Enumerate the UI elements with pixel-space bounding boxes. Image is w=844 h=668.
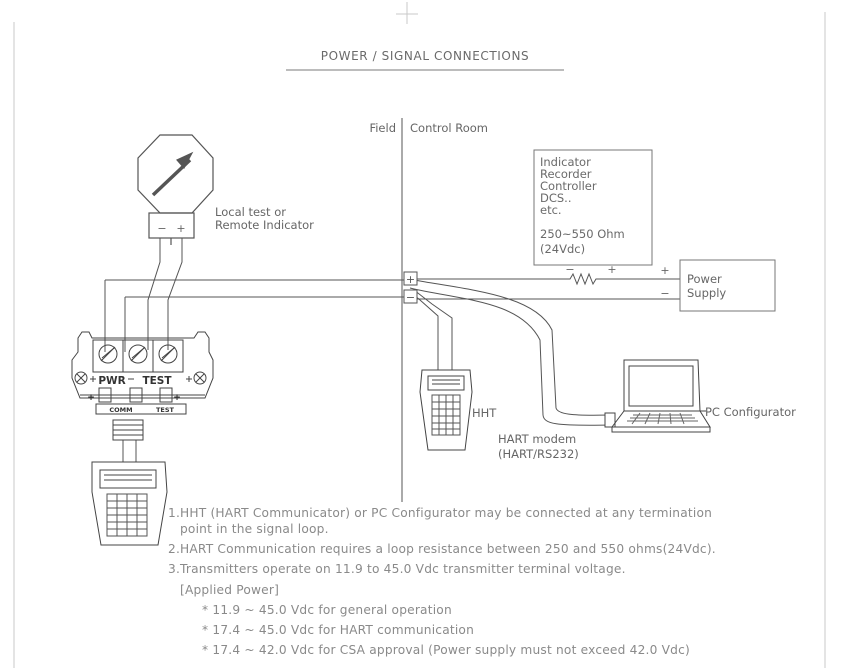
resistor-icon — [565, 272, 604, 286]
hart-modem-icon — [604, 412, 616, 428]
note-3: 3.Transmitters operate on 11.9 to 45.0 V… — [168, 562, 626, 576]
pc-configurator-label: PC Configurator — [705, 405, 796, 419]
local-indicator-line2: Remote Indicator — [215, 218, 314, 232]
receiver-resistance: 250~550 Ohm — [540, 227, 625, 241]
local-indicator-line1: Local test or — [215, 205, 286, 219]
hht-device-left — [91, 461, 168, 546]
receiver-line-4: etc. — [540, 203, 562, 217]
applied-power-item-0: * 11.9 ~ 45.0 Vdc for general operation — [202, 603, 452, 617]
resistor-minus: − — [565, 263, 574, 276]
resistor-plus: + — [607, 263, 616, 276]
hart-modem-line2: (HART/RS232) — [498, 447, 579, 461]
local-indicator-plus: + — [176, 222, 185, 235]
local-indicator-minus: − — [157, 222, 166, 235]
applied-power-item-1: * 17.4 ~ 45.0 Vdc for HART communication — [202, 623, 475, 637]
junction-plus: + — [406, 273, 415, 286]
pc-configurator-laptop — [611, 359, 711, 433]
applied-power-item-2: * 17.4 ~ 42.0 Vdc for CSA approval (Powe… — [202, 643, 690, 657]
comm-plus: + — [87, 393, 95, 403]
power-supply-minus: − — [660, 287, 669, 300]
receiver-line-3: DCS.. — [540, 191, 572, 205]
control-room-label: Control Room — [410, 121, 488, 135]
test-bottom-label: TEST — [156, 406, 175, 414]
test-plus: + — [173, 393, 181, 403]
power-supply-line1: Power — [687, 272, 722, 286]
diagram-title: POWER / SIGNAL CONNECTIONS — [321, 49, 530, 63]
transmitter-terminal-block — [71, 331, 214, 441]
receiver-box — [533, 149, 653, 266]
applied-power-heading: [Applied Power] — [180, 583, 280, 597]
note-1: 1.HHT (HART Communicator) or PC Configur… — [168, 506, 713, 520]
hht-label: HHT — [472, 406, 497, 420]
power-supply-plus: + — [660, 264, 669, 277]
test-label: TEST — [142, 375, 172, 387]
receiver-line-2: Controller — [540, 179, 597, 193]
power-supply-line2: Supply — [687, 286, 726, 300]
power-supply-box — [679, 259, 776, 312]
loop-wiring — [104, 238, 680, 462]
junction-terminal — [403, 271, 418, 304]
crop-marks — [13, 2, 826, 668]
receiver-line-1: Recorder — [540, 167, 592, 181]
pwr-label: PWR — [98, 375, 125, 387]
hht-device-center — [419, 369, 473, 451]
gauge-arrow-icon — [176, 151, 194, 170]
note-1-cont: point in the signal loop. — [180, 522, 329, 536]
note-2: 2.HART Communication requires a loop res… — [168, 542, 716, 556]
comm-label: COMM — [109, 406, 132, 414]
local-indicator-gauge — [137, 134, 214, 245]
receiver-voltage: (24Vdc) — [540, 242, 585, 256]
receiver-line-0: Indicator — [540, 155, 591, 169]
hart-modem-line1: HART modem — [498, 432, 576, 446]
junction-minus: − — [406, 291, 415, 304]
field-label: Field — [369, 121, 396, 135]
